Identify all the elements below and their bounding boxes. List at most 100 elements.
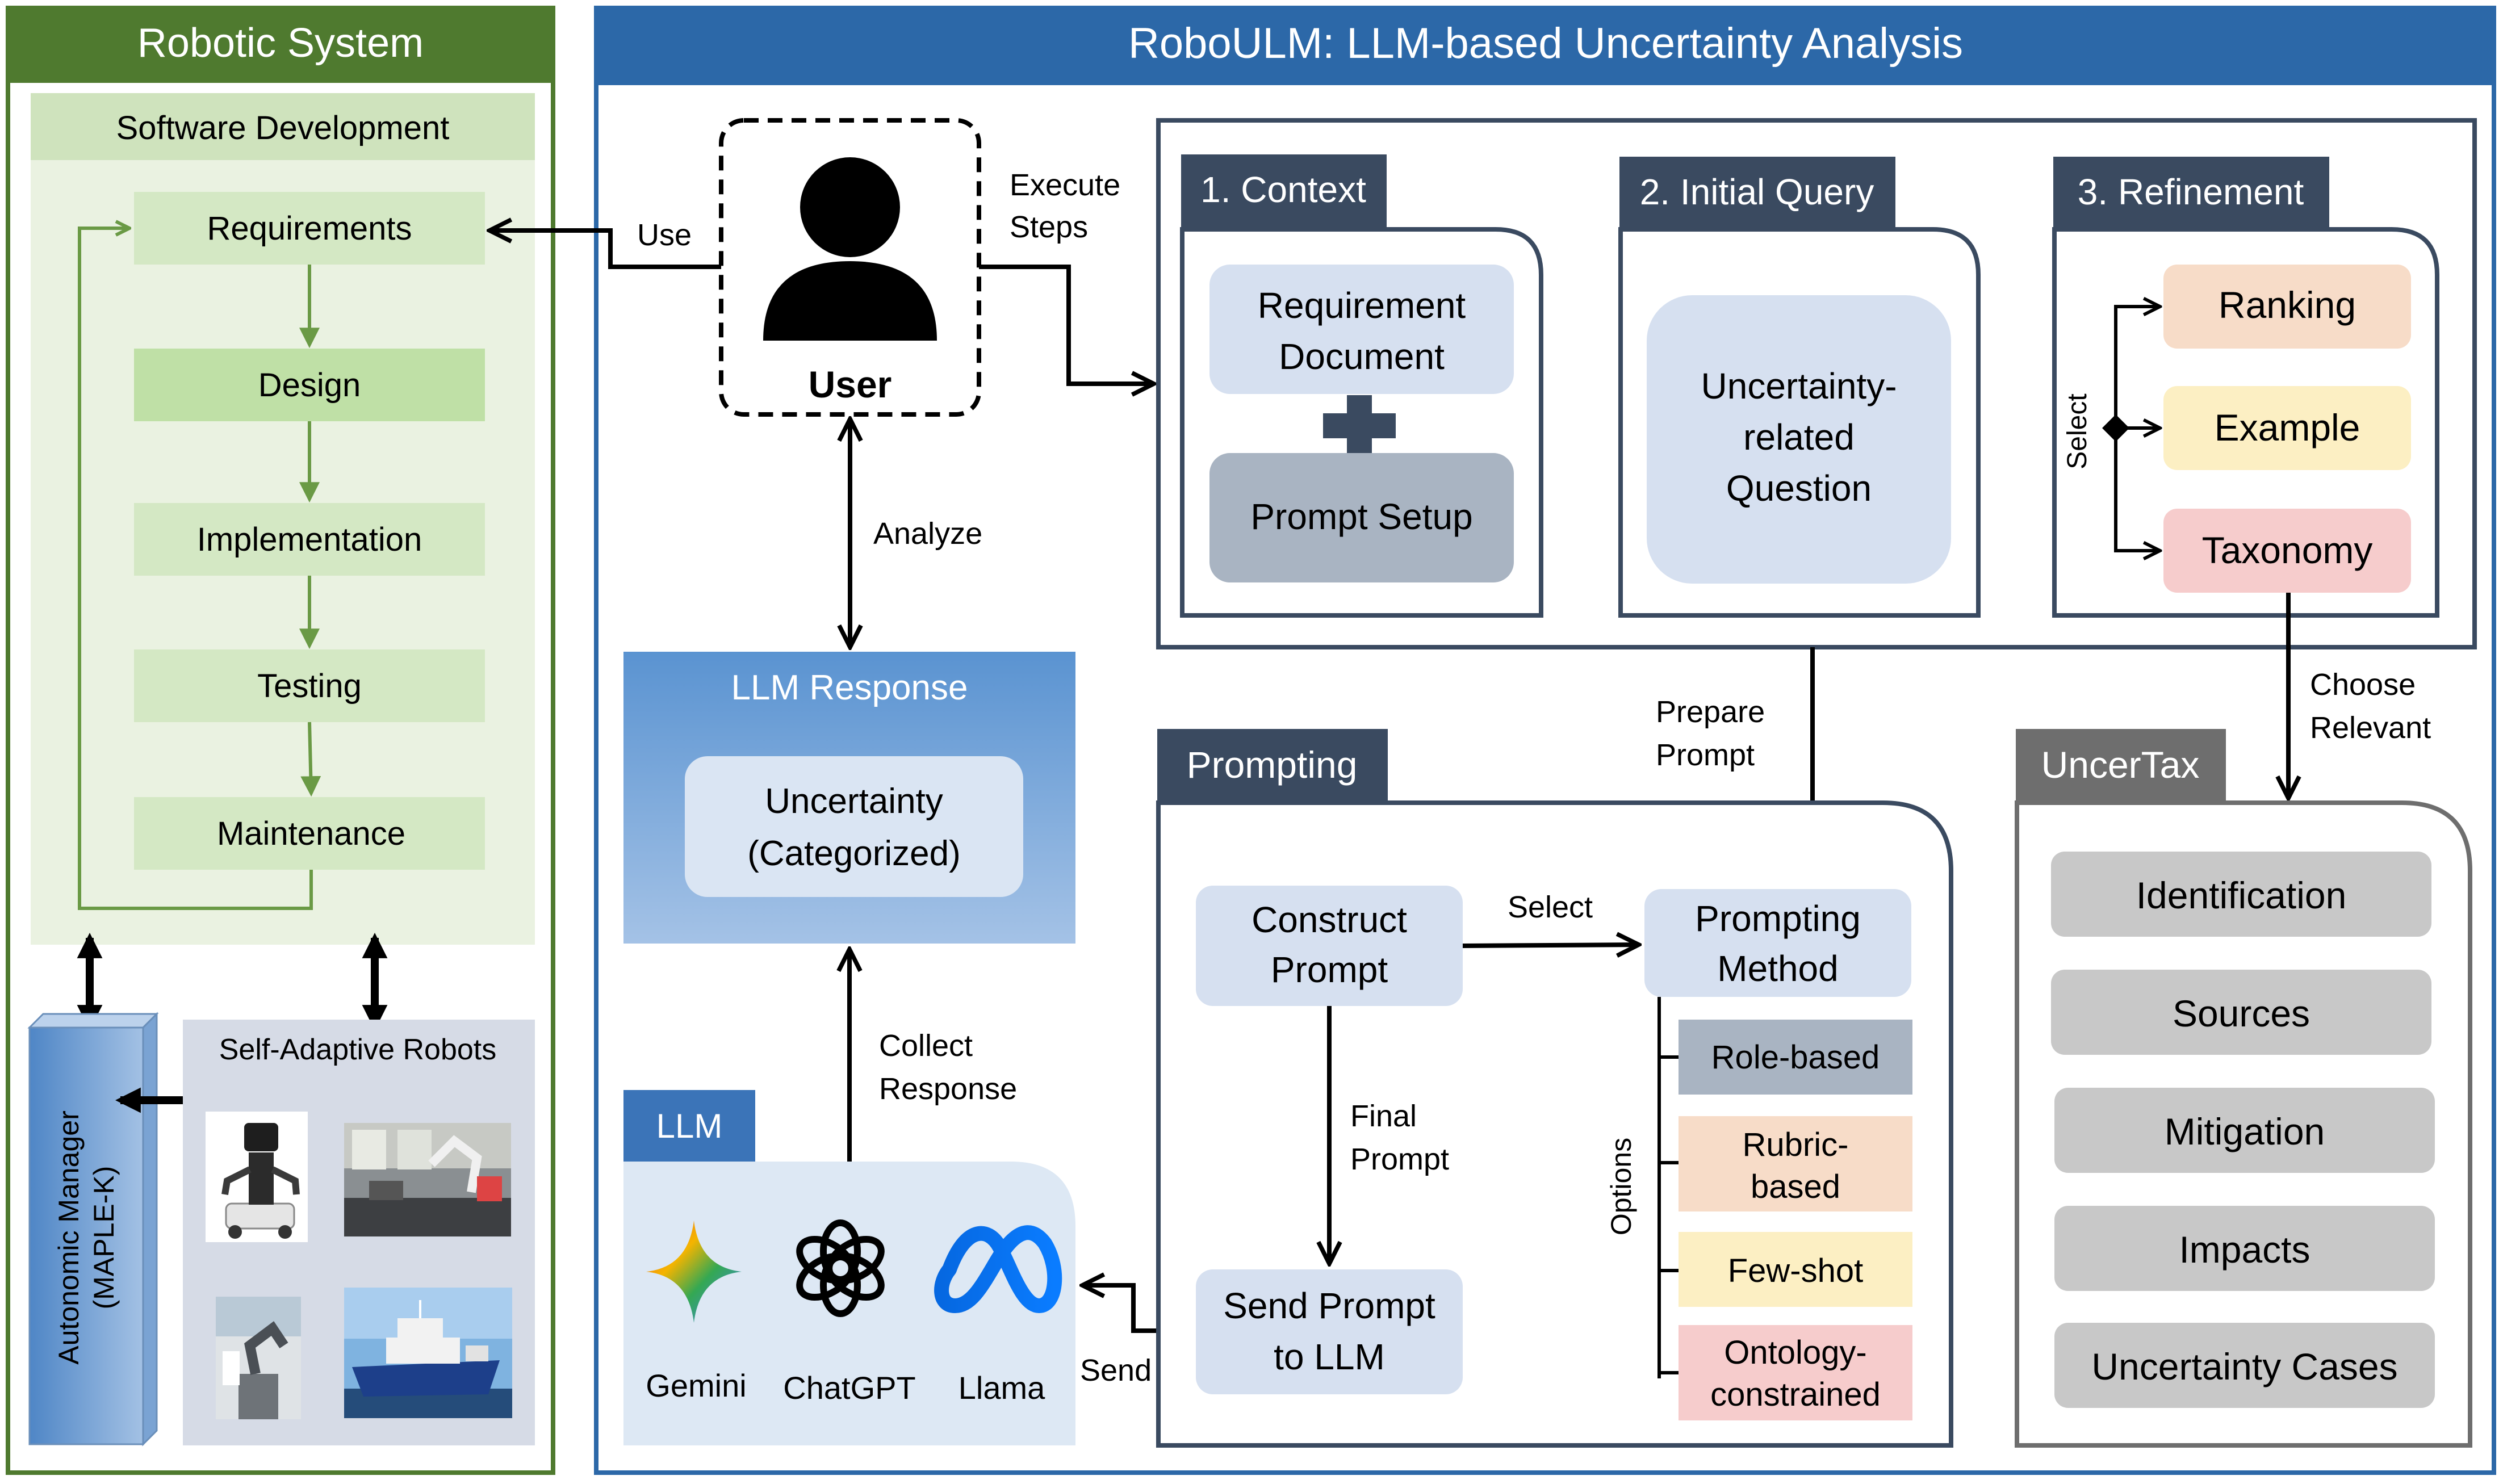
choose-relevant-label-2: Relevant [2310, 711, 2431, 745]
requirement-document-label-2: Document [1279, 336, 1445, 377]
ranking-option [2163, 265, 2411, 349]
plus-icon [1323, 395, 1396, 459]
few-shot-label: Few-shot [1728, 1252, 1864, 1289]
select-method-label: Select [1508, 890, 1593, 924]
phase-implementation-box [134, 503, 485, 576]
phase-requirements-box [134, 192, 485, 265]
uncertax-panel: UncerTax Identification Sources Mitigati… [2015, 729, 2472, 1448]
rubric-based-label-2: based [1751, 1168, 1840, 1205]
robot-photo-icon [344, 1288, 512, 1418]
initial-query-tab: 2. Initial Query [1640, 171, 1874, 212]
phase-testing: Testing [257, 668, 362, 705]
robotic-system-panel: Robotic System Software Development Requ… [6, 6, 555, 1475]
uncertax-uncertainty-cases-label: Uncertainty Cases [2091, 1345, 2397, 1387]
refinement-step: 3. Refinement Select Ranking Example Tax… [2052, 157, 2439, 618]
robotic-system-title: Robotic System [137, 20, 424, 66]
construct-prompt-label: Construct [1252, 899, 1407, 940]
requirement-document-label: Requirement [1258, 285, 1466, 326]
uncertainty-question-label-2: related [1743, 417, 1855, 458]
ontology-constrained-label: Ontology- [1724, 1334, 1866, 1371]
software-development-title: Software Development [116, 110, 450, 146]
autonomic-manager-label: Autonomic Manager [53, 1110, 85, 1364]
prepare-prompt-label-2: Prompt [1656, 738, 1755, 772]
use-arrow [489, 230, 721, 269]
chatgpt-label: ChatGPT [783, 1370, 915, 1406]
send-prompt-box [1196, 1269, 1463, 1394]
taxonomy-option [2163, 509, 2411, 593]
meta-infinity-icon [934, 1225, 1062, 1313]
phase-requirements: Requirements [207, 210, 412, 247]
user-node: User [719, 118, 981, 417]
prompting-method-label-2: Method [1717, 948, 1838, 989]
uncertainty-question-box [1647, 295, 1951, 584]
prompt-setup-label: Prompt Setup [1250, 496, 1472, 537]
execute-steps-label-2: Steps [1010, 210, 1088, 244]
phase-maintenance: Maintenance [217, 815, 405, 852]
uncertax-identification [2051, 852, 2431, 937]
send-prompt-label: Send Prompt [1223, 1285, 1435, 1326]
construct-prompt-box [1196, 886, 1463, 1006]
prompting-tab: Prompting [1187, 744, 1358, 786]
uncertax-sources-label: Sources [2173, 992, 2310, 1034]
collect-response-label: Collect [879, 1029, 973, 1063]
gemini-label: Gemini [646, 1368, 746, 1403]
uncertax-tab: UncerTax [2041, 744, 2200, 786]
robot-photo-icon [206, 1112, 308, 1242]
collect-response-label-2: Response [879, 1072, 1017, 1106]
role-based-label: Role-based [1711, 1039, 1880, 1076]
requirement-document-box [1209, 265, 1514, 394]
execute-steps-label: Execute [1010, 168, 1120, 202]
refinement-tab: 3. Refinement [2078, 171, 2304, 212]
self-adaptive-robots-title: Self-Adaptive Robots [219, 1033, 497, 1066]
example-label: Example [2215, 406, 2360, 448]
role-based-option [1679, 1020, 1912, 1095]
uncertax-uncertainty-cases [2054, 1323, 2435, 1408]
taxonomy-label: Taxonomy [2202, 529, 2373, 571]
uncertax-impacts [2054, 1206, 2435, 1291]
select-refinement-label: Select [2062, 393, 2092, 469]
uncertax-mitigation-label: Mitigation [2165, 1110, 2325, 1152]
example-option [2163, 386, 2411, 470]
ontology-constrained-label-2: constrained [1710, 1376, 1881, 1413]
autonomic-manager-box [28, 1026, 144, 1445]
chatgpt-knot-icon [796, 1219, 885, 1317]
phase-design: Design [258, 367, 361, 404]
prompt-setup-box [1209, 453, 1514, 582]
rubric-based-label: Rubric- [1743, 1126, 1849, 1163]
roboulm-title: RoboULM: LLM-based Uncertainty Analysis [1128, 19, 1963, 68]
uncertainty-question-label: Uncertainty- [1701, 366, 1897, 406]
final-prompt-label-2: Prompt [1350, 1142, 1449, 1176]
gemini-star-icon [646, 1221, 742, 1323]
user-silhouette-icon [763, 157, 937, 341]
ontology-constrained-option [1679, 1325, 1912, 1420]
phase-maintenance-box [134, 797, 485, 870]
uncertax-impacts-label: Impacts [2179, 1229, 2310, 1271]
rubric-based-option [1679, 1116, 1912, 1211]
construct-prompt-label-2: Prompt [1271, 949, 1388, 990]
uncertax-mitigation [2054, 1088, 2435, 1173]
user-label: User [809, 363, 892, 405]
send-label: Send [1080, 1353, 1152, 1387]
initial-query-step: 2. Initial Query Uncertainty- related Qu… [1618, 157, 1981, 618]
llm-response-content: Uncertainty [765, 782, 943, 821]
options-label: Options [1605, 1138, 1637, 1235]
use-label: Use [637, 218, 692, 252]
uncertax-sources [2051, 970, 2431, 1055]
select-method-arrow [1462, 945, 1639, 946]
send-prompt-label-2: to LLM [1274, 1336, 1385, 1377]
llm-response-panel: LLM Response Uncertainty (Categorized) [623, 652, 1075, 944]
few-shot-option [1679, 1232, 1912, 1307]
prompting-method-box [1644, 889, 1911, 997]
analyze-label: Analyze [873, 517, 982, 551]
context-tab: 1. Context [1200, 169, 1366, 210]
choose-relevant-label: Choose [2310, 668, 2416, 702]
phase-implementation: Implementation [197, 521, 422, 558]
phase-testing-box [134, 649, 485, 722]
prompting-method-label: Prompting [1695, 898, 1861, 939]
prepare-prompt-label: Prepare [1656, 695, 1765, 729]
final-prompt-label: Final [1350, 1099, 1417, 1133]
robot-photo-icon [344, 1123, 511, 1236]
uncertainty-question-label-3: Question [1726, 468, 1872, 509]
llama-label: Llama [958, 1370, 1045, 1406]
